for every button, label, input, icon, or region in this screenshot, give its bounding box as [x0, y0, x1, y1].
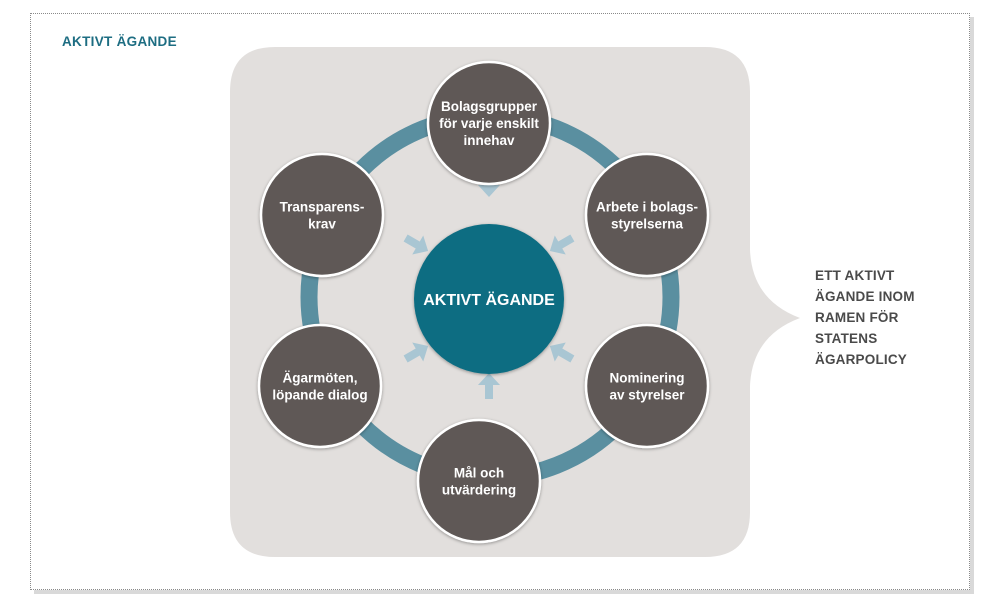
node-label: Bolagsgrupper	[441, 99, 538, 114]
node-transparens: Transparens-krav	[259, 152, 385, 278]
side-label-line: ETT AKTIVT	[815, 268, 895, 283]
node-label: Ägarmöten,	[282, 371, 357, 386]
node-circle	[584, 323, 710, 449]
node-label: Arbete i bolags-	[596, 200, 698, 215]
figure-title: AKTIVT ÄGANDE	[62, 34, 177, 49]
node-circle	[426, 60, 552, 186]
node-circle	[584, 152, 710, 278]
side-label-line: ÄGARPOLICY	[815, 352, 908, 367]
node-label: utvärdering	[442, 483, 516, 498]
arrow-icon	[549, 342, 575, 363]
node-circle	[416, 418, 542, 544]
node-bolagsgrupper: Bolagsgrupper för varje enskilt innehav	[426, 60, 552, 186]
node-label: av styrelser	[609, 388, 685, 403]
center-circle	[414, 224, 564, 374]
node-arbete: Arbete i bolags-styrelserna	[584, 152, 710, 278]
node-mal: Mål och utvärdering	[416, 418, 542, 544]
arrow-icon	[403, 342, 429, 363]
center-label: AKTIVT ÄGANDE	[423, 291, 555, 309]
arrow-icon	[549, 234, 575, 255]
node-agarmoten: Ägarmöten, löpande dialog	[257, 323, 383, 449]
arrow-icon	[478, 373, 500, 399]
node-nominering: Nominering av styrelser	[584, 323, 710, 449]
side-label: ETT AKTIVT ÄGANDE INOM RAMEN FÖR STATENS…	[815, 265, 935, 370]
side-label-line: ÄGANDE INOM	[815, 289, 915, 304]
node-label: Mål och	[454, 466, 504, 481]
node-label: styrelserna	[611, 217, 684, 232]
node-circle	[257, 323, 383, 449]
node-circle	[259, 152, 385, 278]
side-label-line: STATENS	[815, 331, 878, 346]
node-label: för varje enskilt	[439, 116, 539, 131]
arrow-icon	[403, 234, 429, 255]
node-label: krav	[308, 217, 336, 232]
node-label: Nominering	[609, 371, 684, 386]
side-label-line: RAMEN FÖR	[815, 310, 899, 325]
arrow-group	[403, 171, 575, 399]
node-label: Transparens-	[280, 200, 365, 215]
node-label: innehav	[463, 133, 515, 148]
node-label: löpande dialog	[272, 388, 367, 403]
